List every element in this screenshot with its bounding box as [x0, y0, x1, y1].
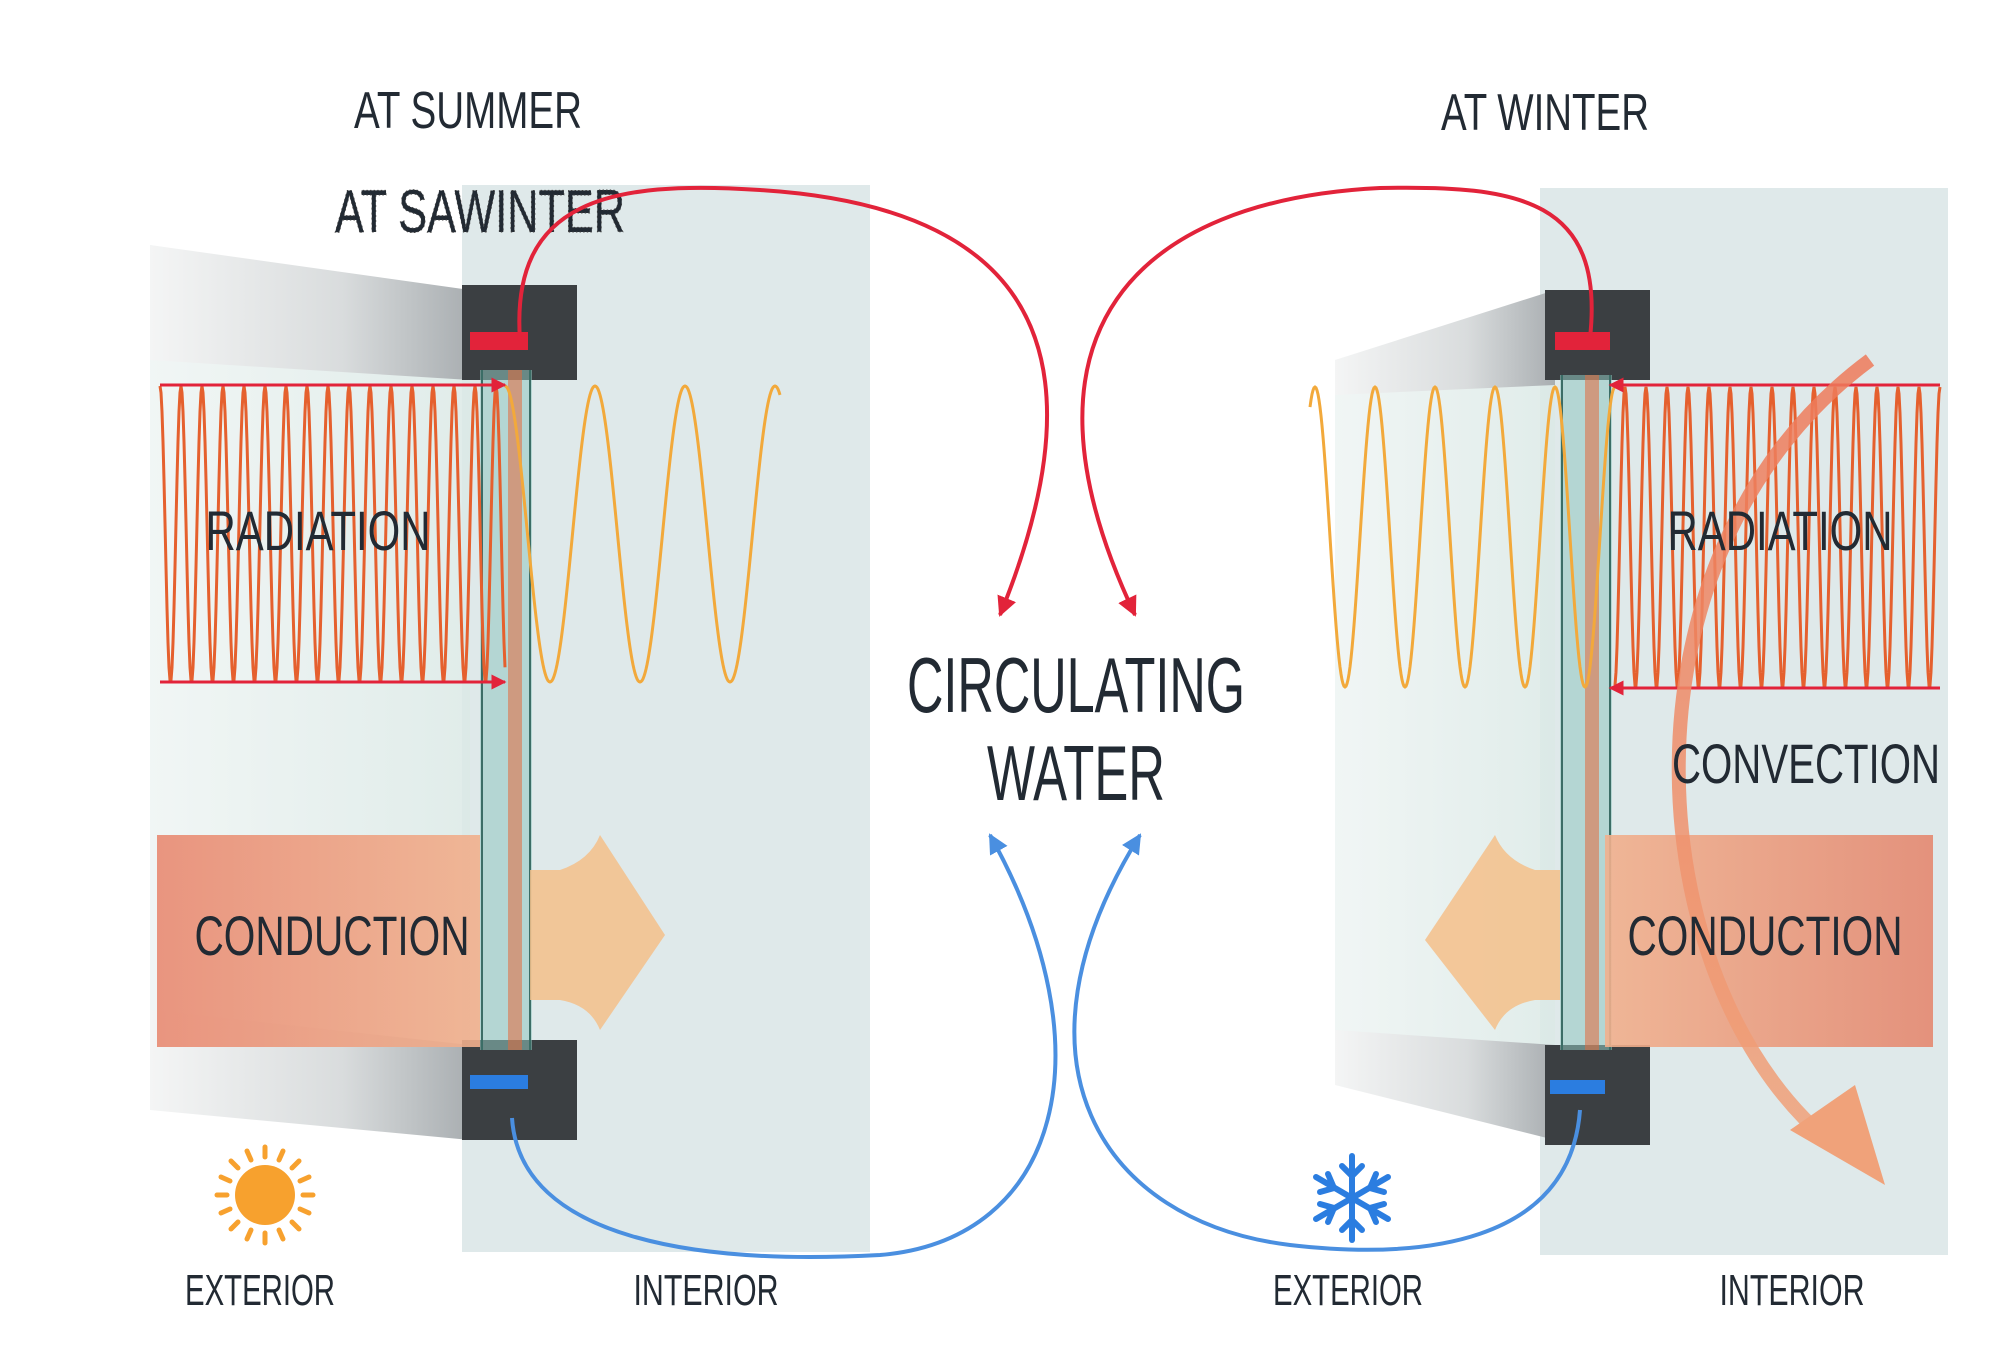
- winter-radiation-label: RADIATION: [1668, 499, 1893, 562]
- winter-convection-label: CONVECTION: [1672, 732, 1940, 795]
- summer-title: AT SUMMER: [354, 82, 582, 140]
- summer-transmitted-wave: [504, 384, 782, 684]
- circulating-water-label-line1: CIRCULATING: [907, 641, 1245, 729]
- summer-interior-label: INTERIOR: [634, 1266, 779, 1315]
- summer-frame-profile-bottom: [462, 1040, 577, 1140]
- summer-ghost-text: AT SAWINTER: [335, 178, 625, 245]
- winter-interior-label: INTERIOR: [1720, 1266, 1865, 1315]
- snowflake-icon: [1313, 1153, 1391, 1243]
- summer-glazing-water-layer: [508, 370, 522, 1050]
- winter-convection-arrow: [1671, 354, 1875, 1156]
- summer-exterior-label: EXTERIOR: [185, 1266, 335, 1315]
- winter-frame-top: [1335, 290, 1555, 395]
- winter-exterior-label: EXTERIOR: [1273, 1266, 1423, 1315]
- sun-icon: [214, 1144, 316, 1246]
- circulation-loops: [510, 185, 1594, 1259]
- winter-frame-bottom: [1335, 1030, 1555, 1140]
- winter-hot-channel: [1555, 332, 1610, 350]
- summer-conduction-label: CONDUCTION: [195, 904, 470, 967]
- winter-convection-arrowhead: [1790, 1085, 1885, 1185]
- winter-cold-channel: [1550, 1080, 1605, 1094]
- summer-radiation-label: RADIATION: [206, 499, 431, 562]
- summer-frame-top: [150, 245, 470, 380]
- winter-title: AT WINTER: [1441, 84, 1649, 142]
- summer-panel: AT SUMMER AT SAWINTER RADIATION CONDUCTI…: [150, 82, 870, 1315]
- winter-conduction-box: [1605, 835, 1933, 1047]
- summer-radiation-wave: [158, 385, 507, 682]
- summer-conduction-box: [157, 835, 480, 1047]
- summer-cold-water-loop: [510, 833, 1058, 1259]
- summer-glazing: [480, 370, 532, 1050]
- winter-glazing-water-layer: [1585, 375, 1599, 1050]
- winter-radiation-wave: [1613, 386, 1942, 687]
- winter-panel: AT WINTER RADIATION CONVECTION CONDUCTIO…: [1273, 84, 1948, 1315]
- winter-conduction-arrow: [1425, 835, 1560, 1030]
- circulating-water-label-line2: WATER: [987, 729, 1165, 817]
- winter-frame-profile-bottom: [1545, 1045, 1650, 1145]
- winter-transmitted-wave: [1308, 385, 1616, 689]
- summer-cold-channel: [470, 1075, 528, 1089]
- summer-hot-channel: [470, 332, 528, 350]
- winter-conduction-label: CONDUCTION: [1628, 904, 1903, 967]
- summer-hot-water-loop: [517, 185, 1050, 617]
- winter-hot-water-loop: [1080, 185, 1594, 617]
- winter-cold-water-loop: [1072, 833, 1582, 1252]
- summer-conduction-arrow: [530, 835, 665, 1030]
